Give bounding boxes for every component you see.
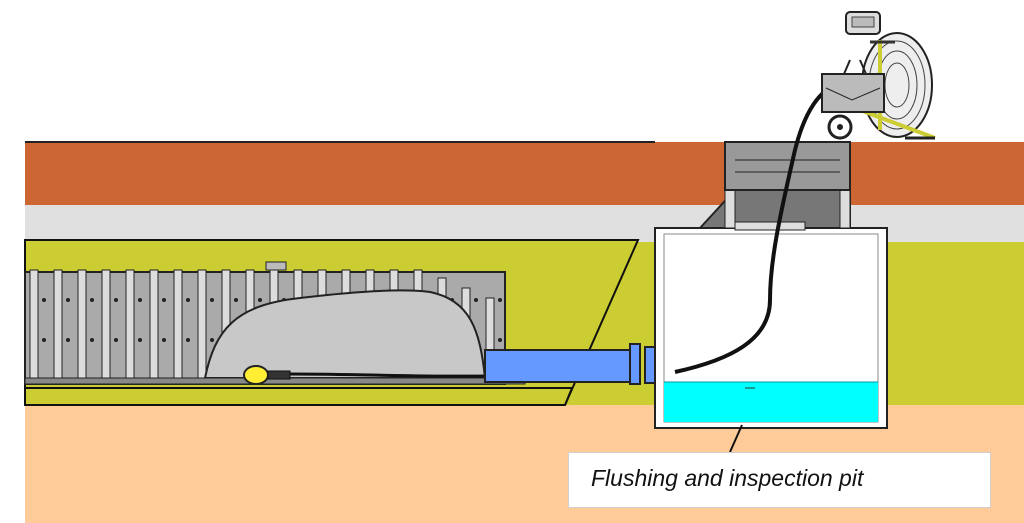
- callout-pointer: [729, 424, 743, 453]
- inlet-pipe: [484, 343, 676, 385]
- tank-bolt: [114, 338, 118, 342]
- tank-bolt: [66, 298, 70, 302]
- tank-bolt: [474, 298, 478, 302]
- tank-bolt: [138, 298, 142, 302]
- tank-bolt: [210, 298, 214, 302]
- tank-bolt: [498, 338, 502, 342]
- tank-rib: [53, 269, 63, 383]
- trench-base: [24, 387, 574, 406]
- tank-bolt: [90, 298, 94, 302]
- camera-reel-trolley: [821, 11, 936, 140]
- tank-bolt: [210, 338, 214, 342]
- tank-rib: [77, 269, 87, 383]
- tank-bolt: [162, 298, 166, 302]
- tank-rib: [173, 269, 183, 383]
- pit-water: [664, 382, 878, 422]
- tank-bolt: [42, 298, 46, 302]
- tank-bolt: [498, 298, 502, 302]
- silt-mound: [203, 289, 487, 379]
- tank-top-cap: [265, 261, 287, 271]
- tank-bolt: [186, 298, 190, 302]
- tank-bolt: [138, 338, 142, 342]
- tank-bolt: [162, 338, 166, 342]
- camera-cable-tank: [289, 372, 486, 378]
- camera-head-icon: [243, 365, 291, 385]
- tank-rib: [101, 269, 111, 383]
- callout-box: Flushing and inspection pit: [568, 452, 991, 508]
- topsoil-layer: [25, 142, 1024, 205]
- control-box: [821, 73, 885, 113]
- tank-bolt: [186, 338, 190, 342]
- tank-bolt: [258, 298, 262, 302]
- tank-rib: [149, 269, 159, 383]
- tank-rib: [197, 269, 207, 383]
- callout-label: Flushing and inspection pit: [591, 465, 864, 491]
- tank-bolt: [90, 338, 94, 342]
- tank-bolt: [42, 338, 46, 342]
- tank-bolt: [234, 298, 238, 302]
- camera-cable-pit: [674, 80, 841, 374]
- tank-rib: [125, 269, 135, 383]
- tank-bolt: [66, 338, 70, 342]
- tank-bolt: [114, 298, 118, 302]
- infiltration-tank: [24, 261, 526, 385]
- tank-rib: [29, 269, 39, 383]
